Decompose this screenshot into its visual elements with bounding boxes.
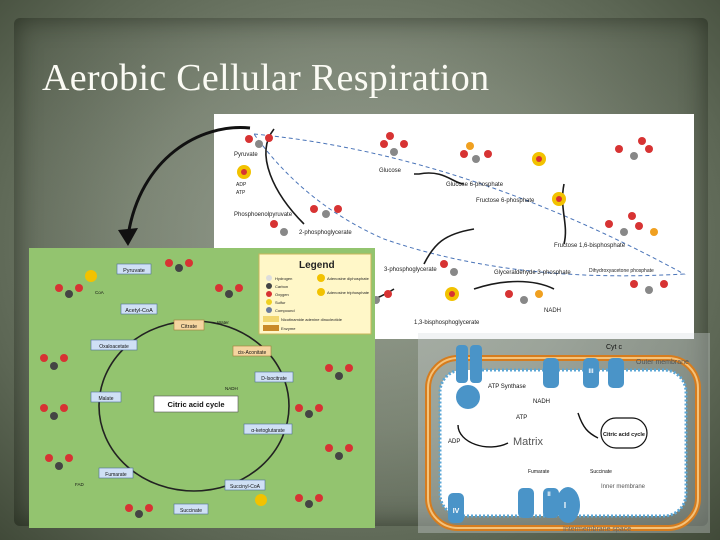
legend-item-atp: Adenosine triphosphate [327, 290, 370, 295]
label-nadh: NADH [544, 308, 561, 314]
krebs-succinate: Succinate [180, 508, 202, 514]
label-dihydroxyacetone-phosphate: Dihydroxyacetone phosphate [589, 268, 654, 274]
label-13-bisphosphoglycerate: 1,3-bisphosphoglycerate [414, 320, 480, 326]
etc-atp-synthase: ATP Synthase [488, 384, 526, 390]
krebs-succinyl-coa: Succinyl-CoA [230, 484, 261, 490]
krebs-isocitrate: D-Isocitrate [261, 376, 287, 382]
krebs-ketoglutarate: α-ketoglutarate [251, 428, 285, 434]
etc-intermembrane-space: Intermembrane space [563, 526, 631, 533]
atp-icon [255, 494, 267, 506]
citric-acid-cycle-diagram: Legend Hydrogen Carbon Oxygen Sulfur Com… [29, 248, 375, 528]
krebs-fad: FAD [75, 482, 85, 487]
krebs-oxaloacetate: Oxaloacetate [99, 344, 129, 350]
label-pyruvate: Pyruvate [234, 152, 258, 158]
legend-title: Legend [299, 260, 335, 271]
etc-succinate: Succinate [590, 469, 612, 475]
etc-complex-iv: IV [453, 508, 460, 515]
etc-cyt-c: Cyt c [606, 344, 622, 351]
etc-outer-membrane: Outer membrane [636, 359, 689, 366]
label-phosphoenolpyruvate: Phosphoenolpyruvate [234, 212, 293, 218]
label-fructose-6-phosphate: Fructose 6-phosphate [476, 198, 535, 204]
krebs-coa: CoA [95, 290, 104, 295]
atp-icon [237, 165, 251, 179]
etc-cycle: Citric acid cycle [603, 432, 645, 438]
label-adp: ADP [236, 182, 247, 188]
cycle-center-label: Citric acid cycle [167, 400, 224, 409]
etc-inner-membrane: Inner membrane [601, 484, 646, 490]
krebs-citrate: Citrate [181, 324, 197, 330]
krebs-acetyl-coa: Acetyl-CoA [125, 308, 153, 314]
label-glyceraldehyde-3-phosphate: Glyceraldehyde 3-phosphate [494, 270, 571, 276]
etc-nadh: NADH [533, 399, 550, 405]
krebs-cis-aconitate: cis-Aconitate [238, 350, 267, 356]
atp-icon [532, 152, 546, 166]
etc-complex-ii: II [547, 492, 551, 498]
krebs-fumarate: Fumarate [105, 472, 127, 478]
legend-item-adp: Adenosine diphosphate [327, 276, 370, 281]
atp-icon [552, 192, 566, 206]
krebs-malate: Malate [98, 396, 113, 402]
atp-icon [85, 270, 97, 282]
krebs-water: Water [217, 320, 229, 325]
legend-item-nad: Nicotinamide adenine dinucleotide [281, 317, 343, 322]
mitochondrion-diagram: Cyt c Outer membrane ATP Synthase Matrix… [418, 333, 710, 533]
slide-title: Aerobic Cellular Respiration [42, 57, 490, 99]
legend-item-compound: Compound [275, 308, 295, 313]
legend-item-carbon: Carbon [275, 284, 288, 289]
etc-atp: ATP [516, 415, 527, 421]
etc-complex-i: I [564, 501, 566, 510]
label-glucose-6-phosphate: Glucose 6-phosphate [446, 182, 504, 188]
krebs-pyruvate: Pyruvate [123, 268, 145, 274]
legend-item-enzyme: Enzyme [281, 326, 296, 331]
atp-icon [445, 287, 459, 301]
legend: Legend Hydrogen Carbon Oxygen Sulfur Com… [258, 253, 372, 335]
legend-item-sulfur: Sulfur [275, 300, 286, 305]
label-fructose-16-bisphosphate: Fructose 1,6-bisphosphate [554, 243, 626, 249]
legend-item-hydrogen: Hydrogen [275, 276, 292, 281]
legend-item-oxygen: Oxygen [275, 292, 289, 297]
label-atp: ATP [236, 190, 246, 196]
etc-matrix: Matrix [513, 436, 543, 448]
krebs-nadh: NADH [225, 386, 238, 391]
etc-complex-iii: III [588, 369, 593, 375]
molecule-cluster [245, 132, 668, 304]
label-glucose: Glucose [379, 168, 402, 174]
etc-adp: ADP [448, 439, 460, 445]
etc-fumarate: Fumarate [528, 469, 550, 475]
connector-arrow [118, 126, 251, 246]
label-2-phosphoglycerate: 2-phosphoglycerate [299, 230, 352, 236]
krebs-molecules [40, 259, 353, 518]
label-3-phosphoglycerate: 3-phosphoglycerate [384, 267, 437, 273]
